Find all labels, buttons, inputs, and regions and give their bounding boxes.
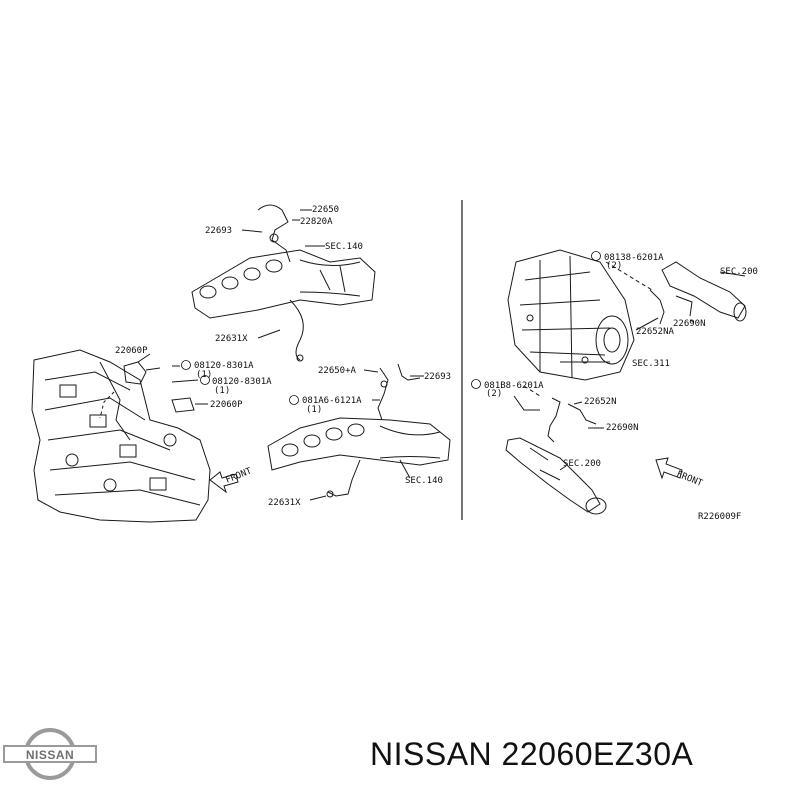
label-bolt-b-qty: (1) xyxy=(214,386,230,396)
label-22631x-bottom: 22631X xyxy=(268,498,301,508)
label-sec140-bottom: SEC.140 xyxy=(405,476,443,486)
circle-b-icon xyxy=(181,360,191,370)
sensor-wire-bottom xyxy=(326,363,421,498)
exhaust-manifold-bottom xyxy=(267,417,451,471)
circle-b-icon xyxy=(471,379,481,389)
leader-lines-bottom xyxy=(309,369,424,501)
exhaust-manifold-top xyxy=(191,249,376,319)
part-number-title: NISSAN 22060EZ30A xyxy=(370,736,694,772)
label-22690n-top: 22690N xyxy=(673,319,706,329)
label-sec200-top: SEC.200 xyxy=(720,267,758,277)
sensor-wire-top xyxy=(257,204,304,362)
label-sec311: SEC.311 xyxy=(632,359,670,369)
label-22693-mid: 22693 xyxy=(424,372,451,382)
label-front-right: FRONT xyxy=(675,470,704,490)
leader-lines-top xyxy=(241,209,325,339)
front-arrow-left-icon xyxy=(209,471,239,494)
engine-block xyxy=(31,349,211,523)
transmission-housing xyxy=(507,249,635,381)
label-22060p-b: 22060P xyxy=(210,400,243,410)
label-sec200-bottom: SEC.200 xyxy=(563,459,601,469)
label-22820a: 22820A xyxy=(300,217,333,227)
label-sec140-top: SEC.140 xyxy=(325,242,363,252)
label-front-left: FRONT xyxy=(224,466,253,486)
logo-text: NISSAN xyxy=(26,748,74,762)
label-bolt-e: 081B8-6201A xyxy=(484,381,544,391)
label-22650a: 22650+A xyxy=(318,366,357,376)
label-bolt-c-qty: (1) xyxy=(306,405,322,415)
exhaust-pipe-right-bottom xyxy=(505,361,610,515)
label-bolt-a-qty: (1) xyxy=(196,370,212,380)
label-bolt-b: 08120-8301A xyxy=(212,377,272,387)
label-22631x-top: 22631X xyxy=(215,334,248,344)
label-bolt-c: 081A6-6121A xyxy=(302,396,362,406)
label-22690n-bottom: 22690N xyxy=(606,423,639,433)
label-22652na: 22652NA xyxy=(636,327,675,337)
label-22693-top: 22693 xyxy=(205,226,232,236)
front-arrow-right-icon xyxy=(655,457,683,480)
oxygen-sensor-left xyxy=(99,353,208,419)
exhaust-pipe-right-top xyxy=(605,261,747,331)
label-bolt-d-qty: (2) xyxy=(606,261,622,271)
label-bolt-e-qty: (2) xyxy=(486,389,502,399)
label-22060p-main: 22060P xyxy=(115,346,148,356)
diagram-reference-code: R226009F xyxy=(698,512,741,522)
circle-b-icon xyxy=(591,251,601,261)
label-22652n: 22652N xyxy=(584,397,617,407)
nissan-logo: NISSAN xyxy=(3,728,97,780)
label-bolt-d: 08138-6201A xyxy=(604,253,664,263)
circle-b-icon xyxy=(289,395,299,405)
circle-b-icon xyxy=(200,375,210,385)
label-bolt-a: 08120-8301A xyxy=(194,361,254,371)
label-22650: 22650 xyxy=(312,205,339,215)
